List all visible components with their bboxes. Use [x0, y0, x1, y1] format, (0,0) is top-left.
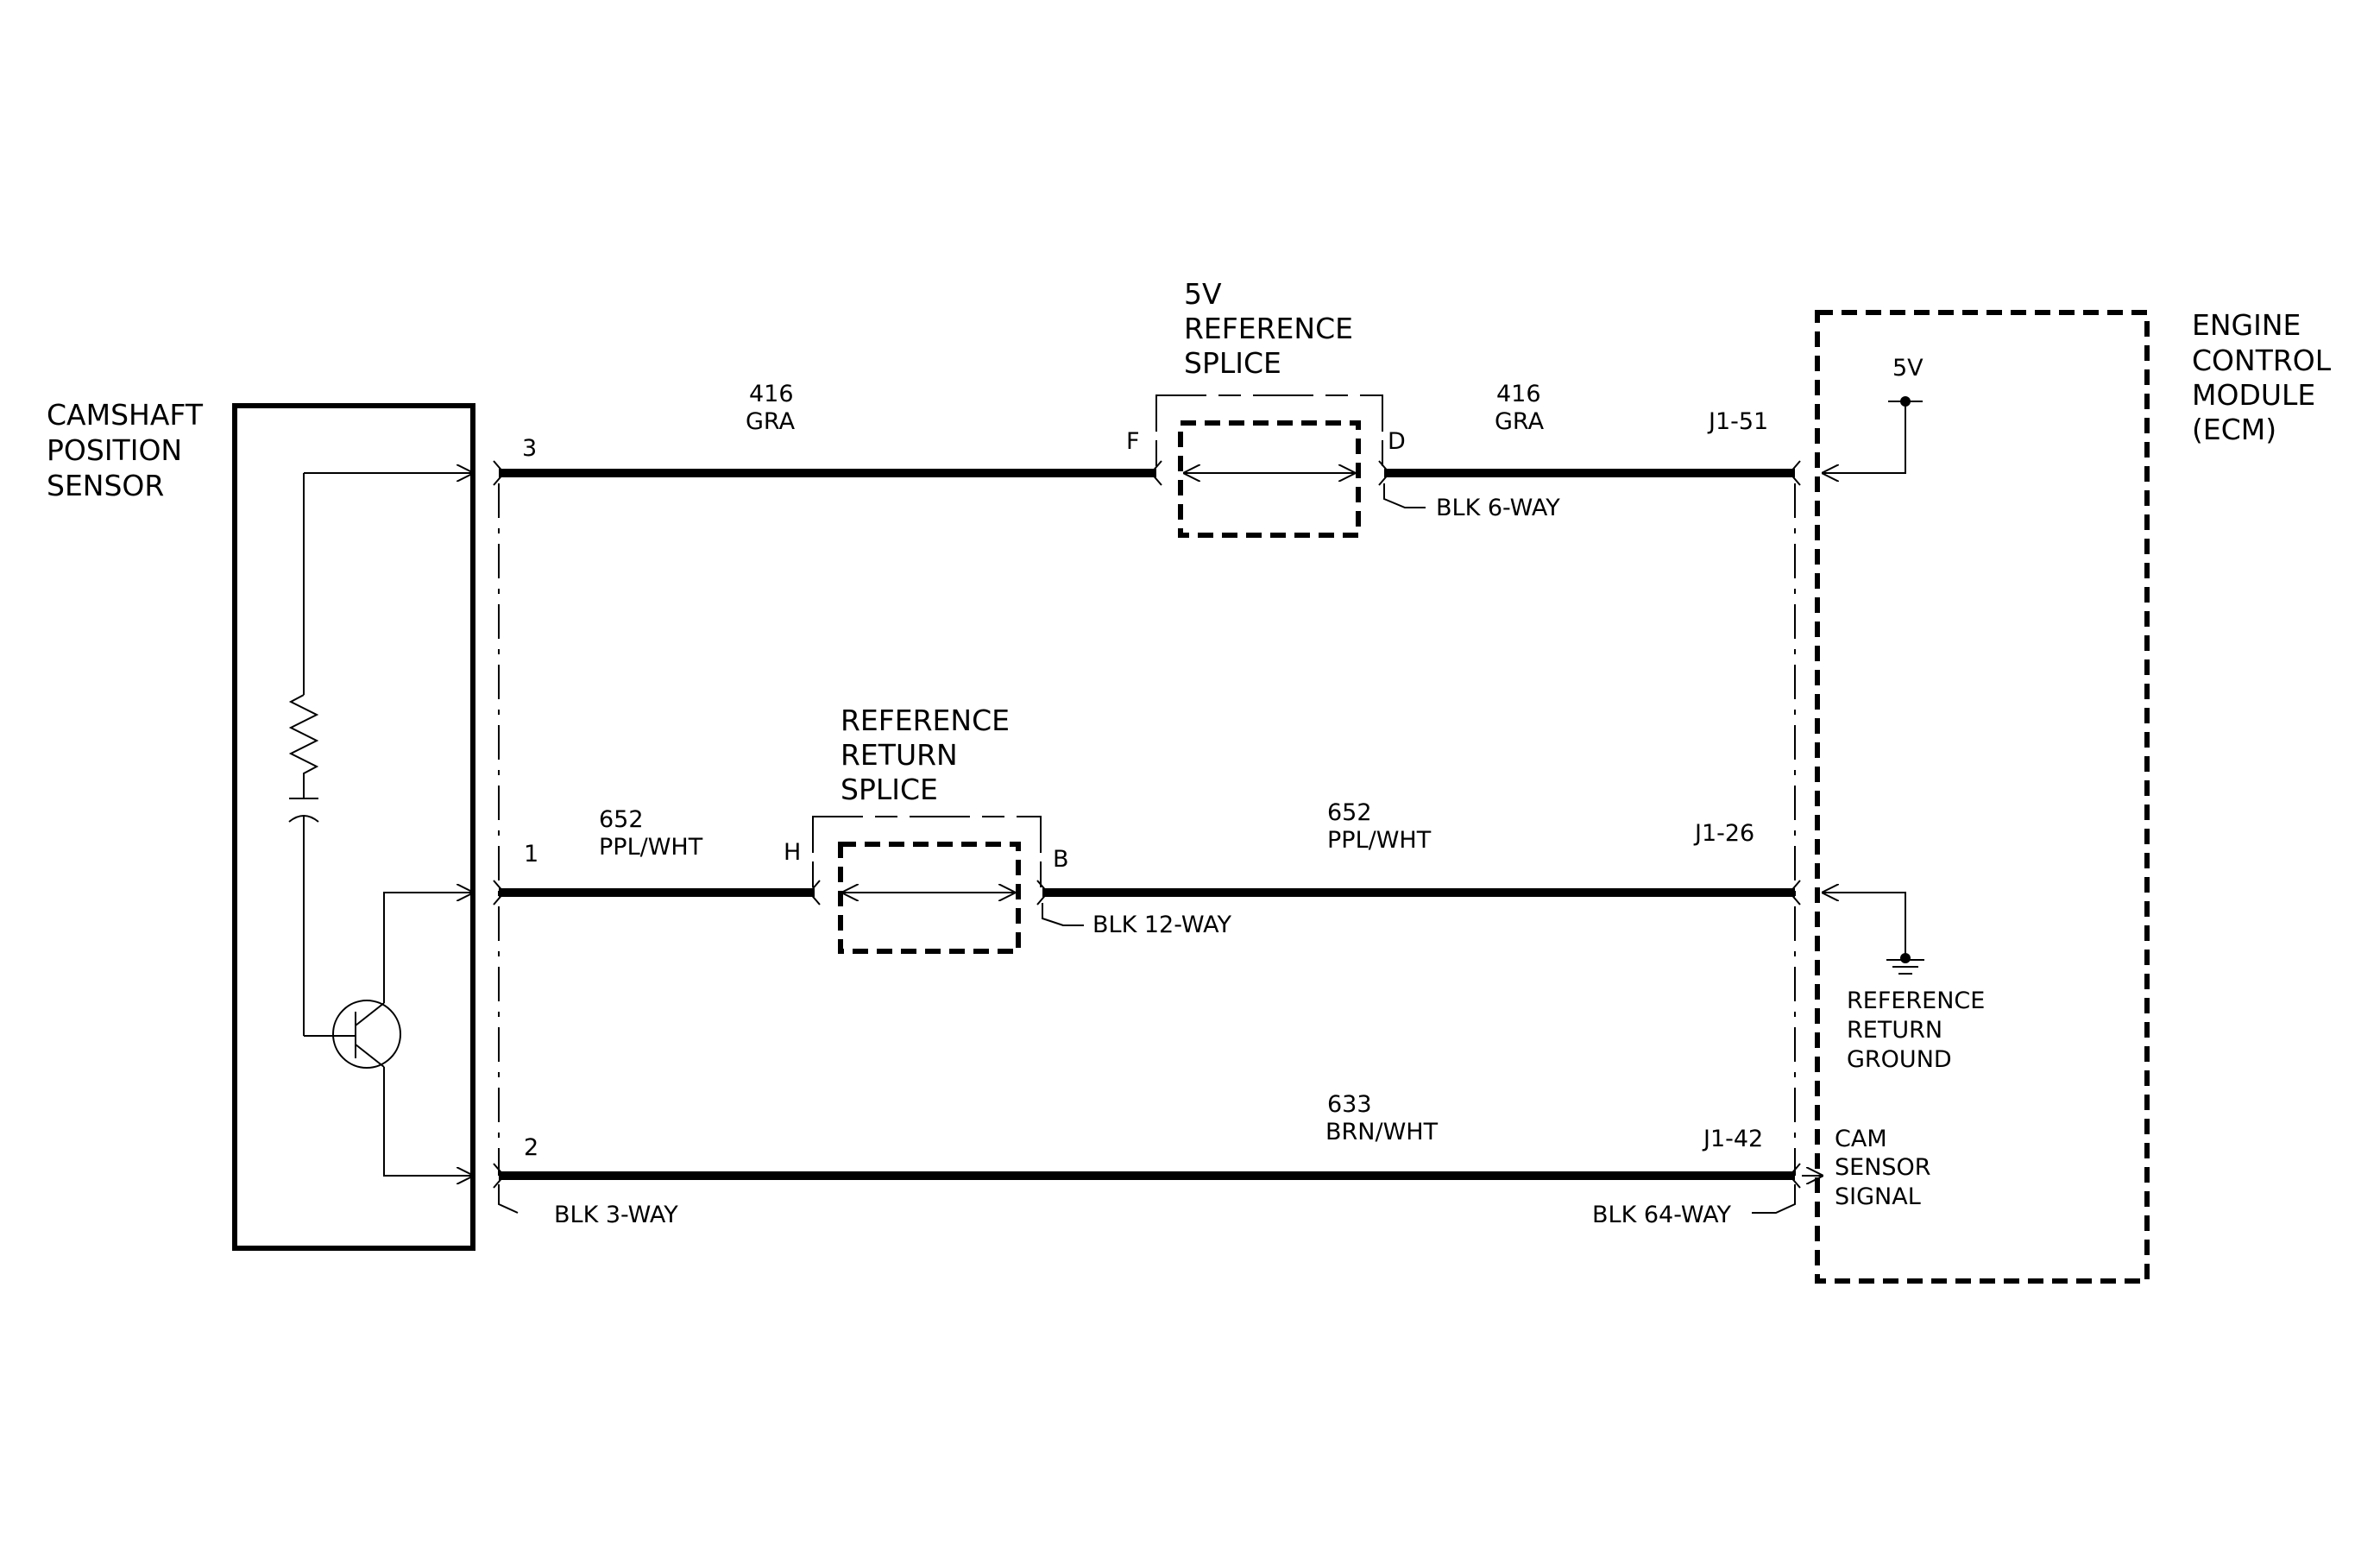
- wire-416-right-circuit: 416: [1496, 381, 1541, 407]
- five-v-splice-pin-out: D: [1388, 428, 1406, 455]
- five-v-reference-splice: 5V REFERENCE SPLICE F D BLK 6-WAY: [1126, 277, 1560, 538]
- ref-return-splice-name-line-2: RETURN: [841, 738, 958, 772]
- ecm-5v-label: 5V: [1892, 355, 1924, 382]
- ecm-name-line-2: CONTROL: [2192, 344, 2332, 377]
- pin-ecm-51: J1-51: [1707, 408, 1768, 435]
- wire-416-left-color: GRA: [746, 408, 796, 435]
- sensor-name-line-1: CAMSHAFT: [47, 398, 204, 432]
- ecm-ground: REFERENCE RETURN GROUND: [1823, 893, 1985, 1073]
- ref-return-splice-pin-out: B: [1053, 846, 1069, 873]
- wire-652-left-color: PPL/WHT: [599, 834, 703, 861]
- wire-416-left-circuit: 416: [749, 381, 794, 407]
- ref-return-splice-name-line-3: SPLICE: [841, 773, 938, 806]
- five-v-splice-name-line-2: REFERENCE: [1184, 312, 1353, 345]
- pin-sensor-1: 1: [524, 841, 538, 868]
- wire-633-circuit: 633: [1327, 1091, 1372, 1118]
- circuit-652: 1 652 PPL/WHT 652 PPL/WHT J1-26: [493, 799, 1801, 906]
- five-v-splice-name-line-1: 5V: [1184, 277, 1222, 311]
- ecm-connector-label: BLK 64-WAY: [1592, 1202, 1731, 1228]
- pin-sensor-2: 2: [524, 1134, 538, 1161]
- connector-outlines: BLK 3-WAY BLK 64-WAY: [498, 483, 1796, 1228]
- wire-652-right-color: PPL/WHT: [1327, 827, 1432, 854]
- ecm-ground-label-line-3: GROUND: [1847, 1046, 1952, 1073]
- ground-icon: [1886, 959, 1924, 975]
- ecm-signal-label-line-2: SENSOR: [1835, 1154, 1931, 1181]
- wire-416-right-color: GRA: [1495, 408, 1545, 435]
- five-v-splice-pin-in: F: [1126, 428, 1140, 455]
- capacitor-icon: [288, 798, 319, 1036]
- ecm-ground-label-line-1: REFERENCE: [1847, 988, 1985, 1014]
- wire-652-right-circuit: 652: [1327, 799, 1372, 826]
- five-v-splice-name-line-3: SPLICE: [1184, 346, 1281, 380]
- sensor-body: [232, 403, 475, 1251]
- camshaft-position-sensor: CAMSHAFT POSITION SENSOR: [47, 398, 475, 1251]
- sensor-name-line-2: POSITION: [47, 433, 182, 467]
- pin-sensor-3: 3: [522, 435, 537, 462]
- engine-control-module: ENGINE CONTROL MODULE (ECM) 5V REFERENCE…: [1815, 308, 2332, 1284]
- circuit-633: 2 633 BRN/WHT J1-42: [493, 1091, 1823, 1189]
- ecm-name-line-1: ENGINE: [2192, 308, 2301, 342]
- ecm-signal-label-line-3: SIGNAL: [1835, 1183, 1921, 1210]
- ecm-5v-supply: 5V: [1823, 355, 1924, 473]
- sensor-name-line-3: SENSOR: [47, 469, 164, 502]
- wire-652-left-circuit: 652: [599, 806, 644, 833]
- ecm-name-line-4: (ECM): [2192, 413, 2276, 446]
- sensor-connector-label: BLK 3-WAY: [554, 1202, 678, 1228]
- ecm-name-line-3: MODULE: [2192, 378, 2315, 412]
- transistor-icon: [304, 893, 473, 1176]
- pin-ecm-26: J1-26: [1693, 820, 1754, 847]
- five-v-splice-box: [1178, 420, 1361, 538]
- ecm-signal-label-line-1: CAM: [1835, 1126, 1887, 1152]
- ref-return-splice-box: [838, 842, 1021, 954]
- ecm-ground-label-line-2: RETURN: [1847, 1017, 1942, 1044]
- reference-return-splice: REFERENCE RETURN SPLICE H B BLK 12-WAY: [784, 704, 1231, 954]
- ecm-body: [1815, 310, 2150, 1284]
- sensor-connector-leader: [498, 1184, 519, 1214]
- ecm-connector-leader: [1752, 1184, 1796, 1214]
- circuit-416: 3 416 GRA 416 GRA J1-51: [493, 381, 1801, 486]
- resistor-icon: [288, 694, 319, 798]
- ref-return-splice-connector: BLK 12-WAY: [1092, 912, 1231, 938]
- wire-633-color: BRN/WHT: [1325, 1119, 1439, 1145]
- ecm-signal-input: CAM SENSOR SIGNAL: [1835, 1126, 1931, 1210]
- five-v-splice-connector: BLK 6-WAY: [1436, 495, 1560, 521]
- pin-ecm-42: J1-42: [1702, 1126, 1763, 1152]
- sensor-internal-circuit: [288, 473, 473, 1176]
- ref-return-splice-pin-in: H: [784, 839, 801, 866]
- ref-return-splice-name-line-1: REFERENCE: [841, 704, 1010, 737]
